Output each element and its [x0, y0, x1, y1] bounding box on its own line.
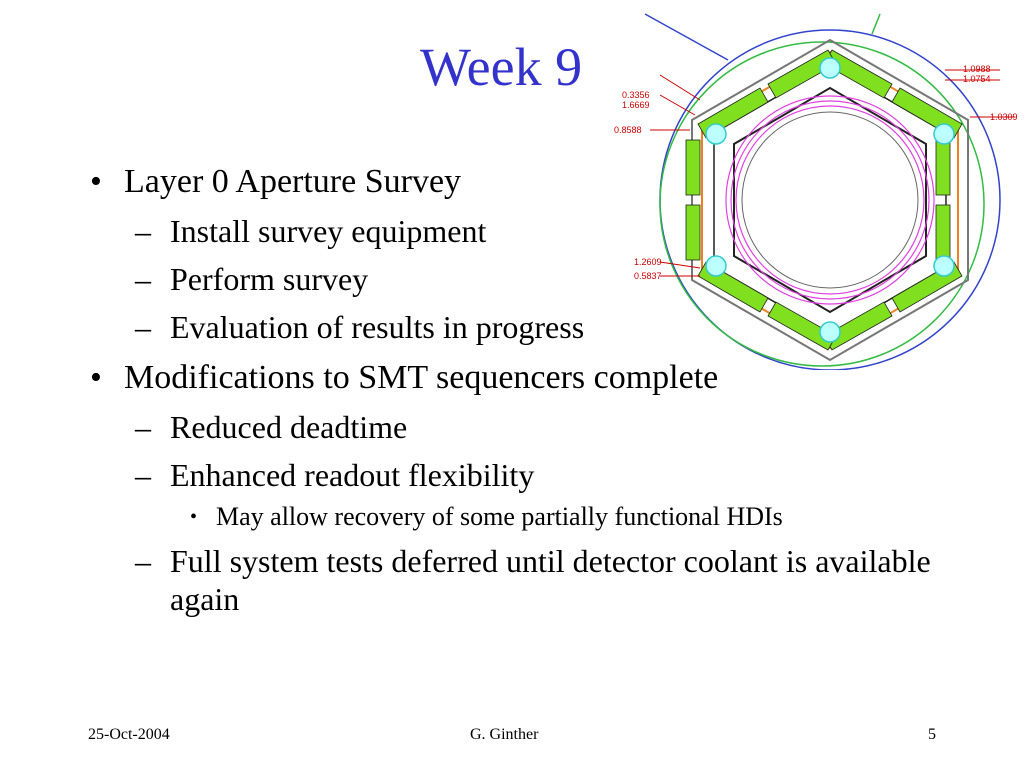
dash-icon: –	[135, 543, 151, 579]
sub-bullet-text: Evaluation of results in progress	[170, 309, 585, 345]
sub-bullet-text: Perform survey	[170, 261, 369, 297]
sub-bullet-item: – Enhanced readout flexibility	[90, 456, 950, 494]
layer0-cross-section-diagram: 1.0988 1.0754 1.0309 0.3356 1.6669 0.858…	[614, 13, 1018, 370]
bullet-item: • Layer 0 Aperture Survey	[90, 162, 950, 202]
slide-content: • Layer 0 Aperture Survey – Install surv…	[90, 150, 950, 618]
bullet-text: Layer 0 Aperture Survey	[124, 163, 462, 200]
sub-sub-bullet-item: • May allow recovery of some partially f…	[90, 502, 950, 532]
sub-bullet-item: – Reduced deadtime	[90, 408, 950, 446]
bullet-dot-icon: •	[90, 359, 102, 396]
dash-icon: –	[135, 457, 151, 493]
sub-bullet-text: Install survey equipment	[170, 213, 487, 249]
sub-sub-bullet-text: May allow recovery of some partially fun…	[216, 502, 783, 531]
footer-date: 25-Oct-2004	[88, 726, 170, 743]
dim-label-2: 1.0754	[963, 74, 991, 84]
bullet-item: • Modifications to SMT sequencers comple…	[90, 358, 950, 398]
dash-icon: –	[135, 213, 151, 249]
dash-icon: –	[135, 261, 151, 297]
bullet-dot-icon: •	[190, 506, 198, 528]
footer-page-number: 5	[928, 726, 936, 743]
dim-label-3: 1.0309	[990, 112, 1018, 122]
dim-label-1: 1.0988	[963, 64, 991, 74]
footer-author: G. Ginther	[470, 726, 539, 743]
bullet-dot-icon: •	[90, 163, 102, 200]
sub-bullet-item: – Full system tests deferred until detec…	[90, 542, 950, 618]
sub-bullet-item: – Install survey equipment	[90, 212, 950, 250]
dim-label-6: 0.8588	[614, 125, 642, 135]
dash-icon: –	[135, 409, 151, 445]
bullet-text: Modifications to SMT sequencers complete	[124, 359, 719, 396]
sub-bullet-text: Reduced deadtime	[170, 409, 408, 445]
sub-bullet-item: – Perform survey	[90, 260, 950, 298]
sub-bullet-item: – Evaluation of results in progress	[90, 308, 950, 346]
dim-label-4: 0.3356	[622, 90, 650, 100]
sub-bullet-text: Enhanced readout flexibility	[170, 457, 535, 493]
sub-bullet-text: Full system tests deferred until detecto…	[170, 543, 931, 617]
dim-label-8: 0.5837	[634, 271, 662, 281]
dash-icon: –	[135, 309, 151, 345]
slide-title: Week 9	[420, 37, 583, 97]
dim-label-5: 1.6669	[622, 100, 650, 110]
dim-label-7: 1.2609	[634, 257, 662, 267]
